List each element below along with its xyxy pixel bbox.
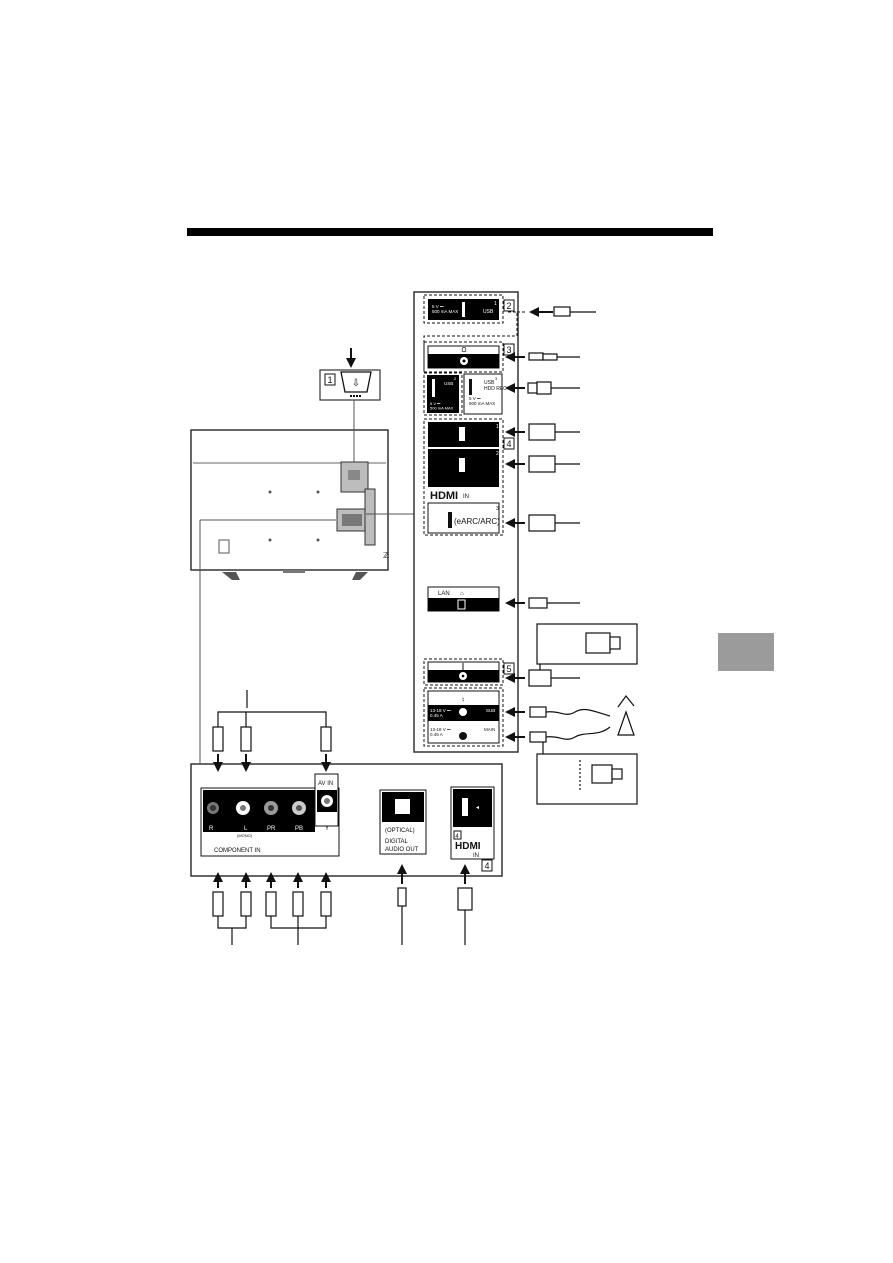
component-in-label: COMPONENT IN <box>214 848 261 854</box>
section-header-bar <box>187 228 713 236</box>
usb2-label: USB <box>444 381 453 386</box>
l-label: L <box>244 826 248 832</box>
headphone-jack: Ω 3 <box>423 341 515 373</box>
svg-text:⇩: ⇩ <box>352 378 360 389</box>
usb3-rating: 5 V ⎓900 mA MAX <box>469 396 495 406</box>
r-label: R <box>209 826 214 832</box>
sat-sub: SUB <box>486 708 495 713</box>
hdmi4-in: IN <box>473 853 479 859</box>
right-cables <box>505 306 638 805</box>
hdmi-4-port: ◂ 4 HDMI IN 4 <box>450 786 495 872</box>
bottom-terminal-panel: AV IN R L (MONO) PR PB Y COMPONENT IN (O… <box>190 763 503 877</box>
av-component-block: AV IN R L (MONO) PR PB Y COMPONENT IN <box>200 773 340 857</box>
lan-port: LAN ⌂ <box>427 586 500 612</box>
lan-icon: ⌂ <box>460 591 464 597</box>
badge-3: 3 <box>506 345 511 355</box>
usb1-num: 1 <box>494 301 497 307</box>
usb1-label: USB <box>483 309 494 315</box>
audio-out-label: AUDIO OUT <box>385 847 419 853</box>
chapter-tab <box>718 633 774 671</box>
lan-label: LAN <box>438 591 450 597</box>
badge-2: 2 <box>506 301 511 311</box>
hdmi-num-3: 3 <box>496 506 499 512</box>
y-label: Y <box>325 826 329 832</box>
bottom-cables <box>212 864 473 945</box>
earc-label: (eARC/ARC) <box>454 517 500 526</box>
usb2-num: 2 <box>454 376 457 381</box>
usb1-rating: 5 V ⎓500 mA MAX <box>432 304 458 314</box>
badge-1: 1 <box>327 375 332 385</box>
badge-5: 5 <box>506 664 511 674</box>
pr-label: PR <box>267 826 276 832</box>
av-cable-top <box>212 690 332 772</box>
optical-out: (OPTICAL) DIGITAL AUDIO OUT <box>379 789 427 855</box>
hdmi4-num: 4 <box>455 834 459 840</box>
badge-4-bottom: 4 <box>484 861 489 871</box>
usb2-rating: 5 V ⎓500 mA MAX <box>430 401 454 411</box>
digital-label: DIGITAL <box>385 839 409 845</box>
hdmi-num-2: 2 <box>496 451 499 457</box>
sat-rating-main: 13-18 V ⎓0.45 A <box>430 727 451 737</box>
hdmi-num-1: 1 <box>496 424 499 430</box>
hdmi-logo: HDMI <box>430 490 458 502</box>
tv-rear-view: ℤ <box>190 429 389 580</box>
dish-icon: ♮ <box>462 696 465 704</box>
svg-text:◂: ◂ <box>476 805 479 811</box>
badge-4: 4 <box>506 439 511 449</box>
sat-rating-sub: 13-18 V ⎓0.45 A <box>430 708 451 718</box>
hdmi-ports: 1 2 4 HDMI IN 3 (eARC/ARC) <box>423 418 515 536</box>
mono-label: (MONO) <box>237 833 253 838</box>
side-terminal-panel: 5 V ⎓500 mA MAX USB 1 2 Ω 3 USB 5 V ⎓50 <box>413 291 527 753</box>
hdmi4-logo: HDMI <box>455 841 481 852</box>
optical-label: (OPTICAL) <box>385 828 415 834</box>
pb-label: PB <box>295 826 303 832</box>
usb-port-2: USB 5 V ⎓500 mA MAX 2 <box>423 372 463 416</box>
callout-port-1: 1 ⇩ <box>319 348 381 462</box>
usb3-num: 3 <box>495 376 498 381</box>
antenna-terminal: 5 <box>423 658 515 686</box>
av-in-label: AV IN <box>318 781 333 787</box>
hdmi-in: IN <box>463 494 469 500</box>
satellite-terminals: ♮ 13-18 V ⎓0.45 A SUB 13-18 V ⎓0.45 A MA… <box>423 687 504 747</box>
usb-port-1: 5 V ⎓500 mA MAX USB 1 2 <box>423 294 515 324</box>
headphone-icon: Ω <box>461 347 466 354</box>
sat-main: MAIN <box>484 727 495 732</box>
svg-text:ℤ: ℤ <box>383 551 389 560</box>
